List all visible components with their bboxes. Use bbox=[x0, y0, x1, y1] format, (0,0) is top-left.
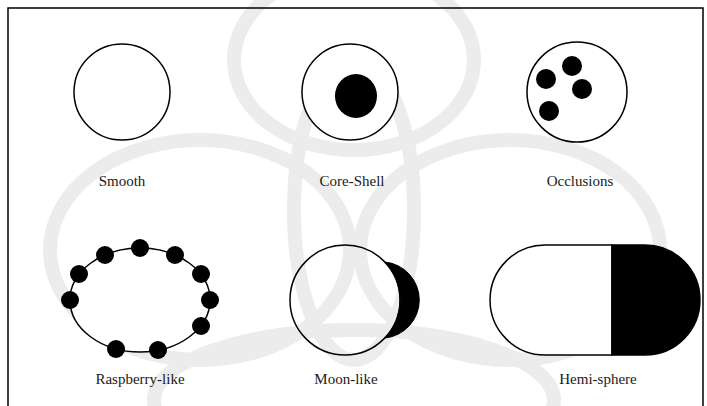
hemisphere-particle bbox=[490, 245, 700, 355]
moon-particle bbox=[290, 245, 419, 355]
smooth-particle bbox=[74, 44, 170, 140]
morphology-label: Occlusions bbox=[547, 172, 614, 190]
morphology-label: Smooth bbox=[99, 172, 146, 190]
morphology-label: Hemi-sphere bbox=[559, 370, 636, 388]
morphology-label: Moon-like bbox=[314, 370, 377, 388]
core-shell-particle bbox=[302, 44, 398, 140]
morphology-label: Raspberry-like bbox=[95, 370, 184, 388]
occlusions-particle bbox=[527, 42, 627, 142]
watermark-pattern bbox=[50, 0, 660, 406]
morphology-label: Core-Shell bbox=[320, 172, 385, 190]
raspberry-particle bbox=[61, 239, 219, 359]
frame-border bbox=[8, 8, 703, 406]
